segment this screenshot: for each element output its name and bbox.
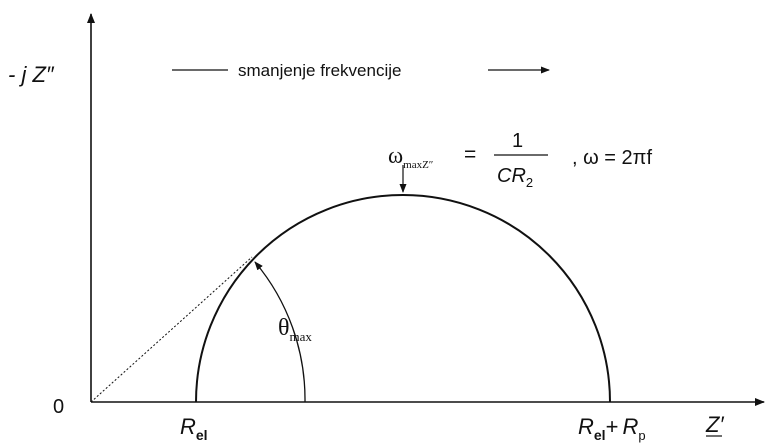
origin-label: 0: [53, 396, 64, 418]
impedance-semicircle: [195, 194, 611, 403]
omega-max-formula: ωmaxZ″ = 1 CR2 , ω = 2πf: [388, 130, 652, 190]
formula-denominator: CR2: [497, 165, 533, 190]
formula-omega: ωmaxZ″: [388, 143, 433, 171]
direction-label: smanjenje frekvencije: [238, 61, 401, 80]
r-el-plus-r-p-label: Rel+Rp: [578, 414, 646, 443]
r-el-label: Rel: [180, 414, 208, 443]
theta-label: θmax: [278, 315, 312, 344]
formula-omega-definition: , ω = 2πf: [572, 147, 652, 169]
y-axis-label: - j Z″: [8, 62, 55, 87]
theta-angle-arc: [254, 261, 306, 403]
tangent-dotted-line: [90, 256, 253, 403]
x-axis-label: Z′: [705, 412, 724, 437]
formula-equals: =: [464, 143, 476, 166]
formula-numerator: 1: [512, 130, 523, 152]
